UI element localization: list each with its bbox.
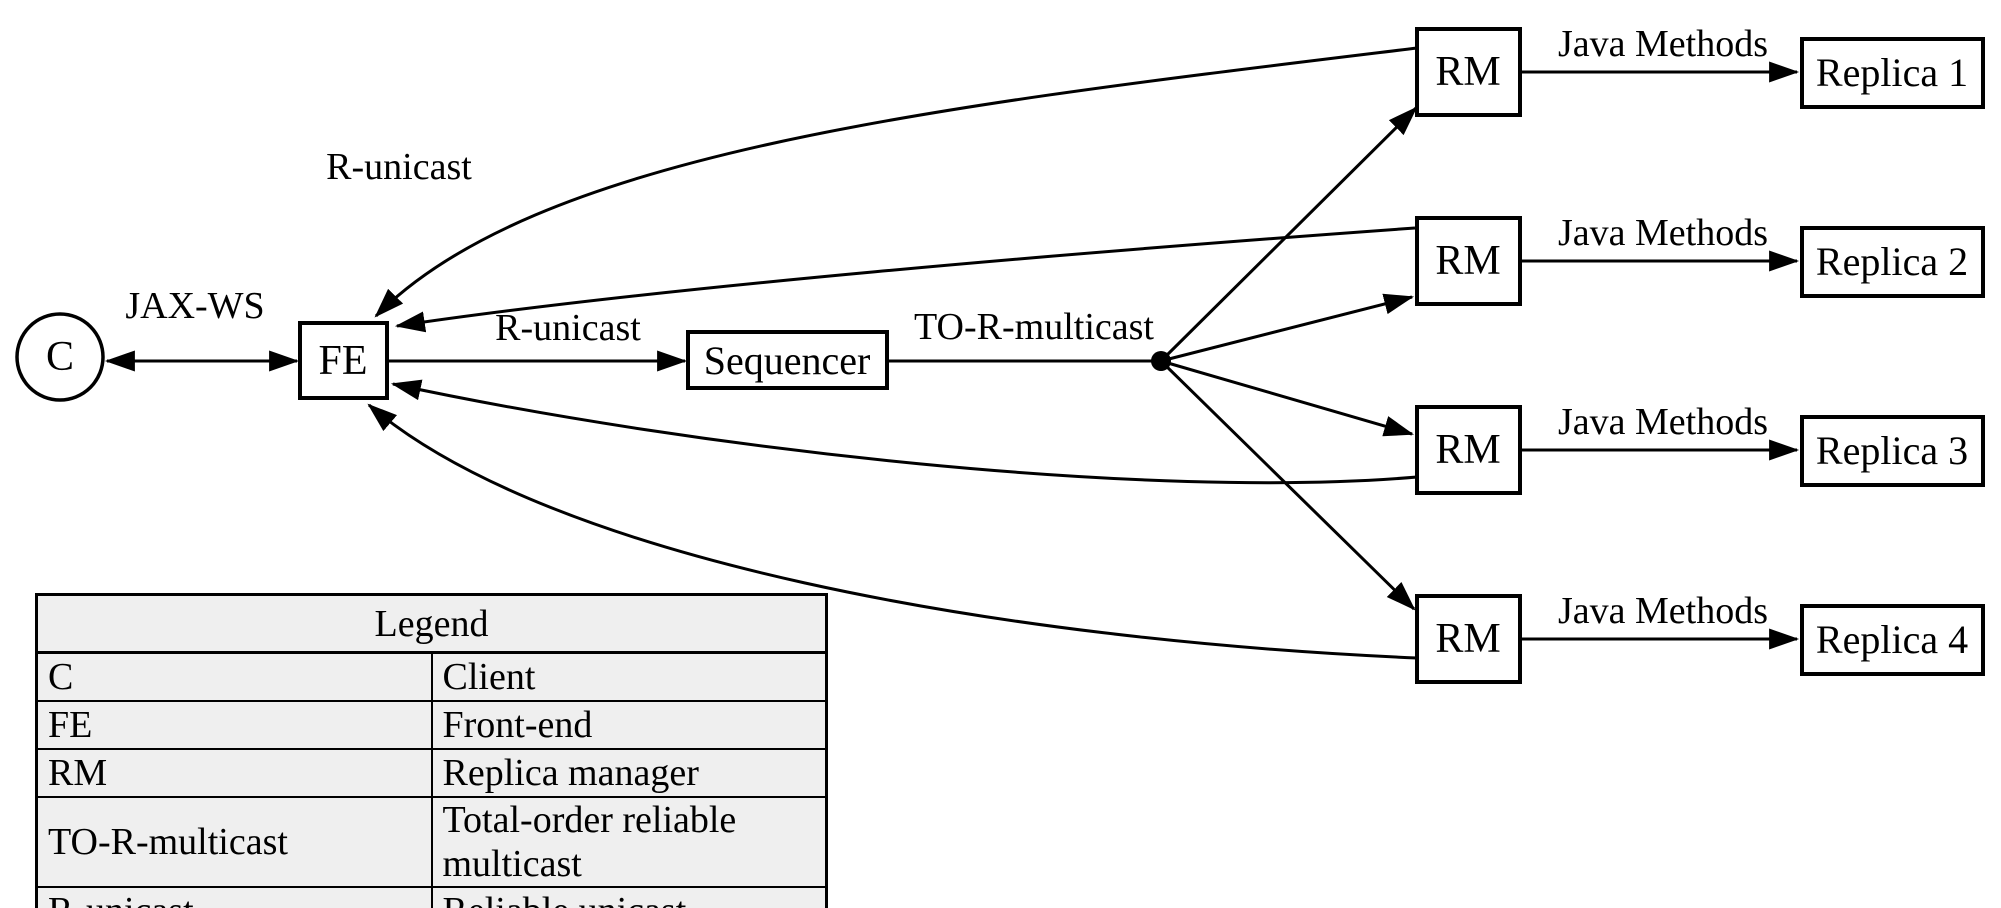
sequencer-label: Sequencer [703,338,871,383]
legend-value: Front-end [430,700,828,750]
rm-label-4: RM [1435,616,1501,662]
legend-header-row: Legend [35,593,828,654]
edge-label-r-unicast-return: R-unicast [326,146,472,188]
rm-box-4 [1415,594,1522,684]
edge-dot-rm2 [1160,293,1415,363]
edge-label-r-unicast: R-unicast [495,307,641,349]
legend-table: Legend C Client FE Front-end RM Replica … [35,593,828,908]
rm-label-1: RM [1435,49,1501,95]
edge-label-to-r-multicast: TO-R-multicast [914,306,1154,348]
edge-rm2-fe-return [394,226,1416,333]
rm-box-1 [1415,27,1522,117]
client-node-label: C [45,334,75,380]
legend-value: Reliable unicast [430,886,828,908]
replica-box-3 [1800,415,1985,487]
edge-rm1-fe-return [374,46,1418,318]
legend-row-rm: RM Replica manager [35,748,828,798]
legend-row-c: C Client [35,651,828,702]
replica-box-4 [1800,604,1985,676]
front-end-box [298,321,389,400]
legend-row-r-unicast: R-unicast Reliable unicast [35,886,828,908]
replica-label-4: Replica 4 [1815,617,1969,662]
edge-label-jax-ws: JAX-WS [125,285,265,327]
edge-dot-rm3 [1160,359,1415,437]
replica-label-1: Replica 1 [1815,50,1969,95]
replica-label-3: Replica 3 [1815,428,1969,473]
legend-row-fe: FE Front-end [35,700,828,750]
replica-box-1 [1800,37,1985,109]
replica-box-2 [1800,226,1985,298]
legend-value: Replica manager [430,748,828,798]
rm-box-2 [1415,216,1522,306]
edge-dot-rm4 [1159,359,1416,611]
edge-rm3-fe-return [390,379,1418,485]
legend-value: Total-order reliable multicast [430,796,828,888]
sequencer-box [686,330,889,390]
edge-dot-rm1 [1159,106,1418,363]
rm-label-2: RM [1435,238,1501,284]
legend-key: TO-R-multicast [35,796,433,888]
edge-label-java-methods-1: Java Methods [1557,23,1769,65]
legend-key: RM [35,748,433,798]
front-end-label: FE [318,338,368,384]
rm-box-3 [1415,405,1522,495]
edge-rm4-fe-return [367,403,1418,660]
legend-value: Client [430,651,828,702]
edge-label-java-methods-3: Java Methods [1557,401,1769,443]
legend-key: R-unicast [35,886,433,908]
edge-label-java-methods-4: Java Methods [1557,590,1769,632]
legend-title: Legend [35,593,828,654]
rm-label-3: RM [1435,427,1501,473]
legend-row-to-r-multicast: TO-R-multicast Total-order reliable mult… [35,796,828,888]
replica-label-2: Replica 2 [1815,239,1969,284]
client-node-circle [15,312,105,402]
legend-key: C [35,651,433,702]
legend-key: FE [35,700,433,750]
edge-label-java-methods-2: Java Methods [1557,212,1769,254]
